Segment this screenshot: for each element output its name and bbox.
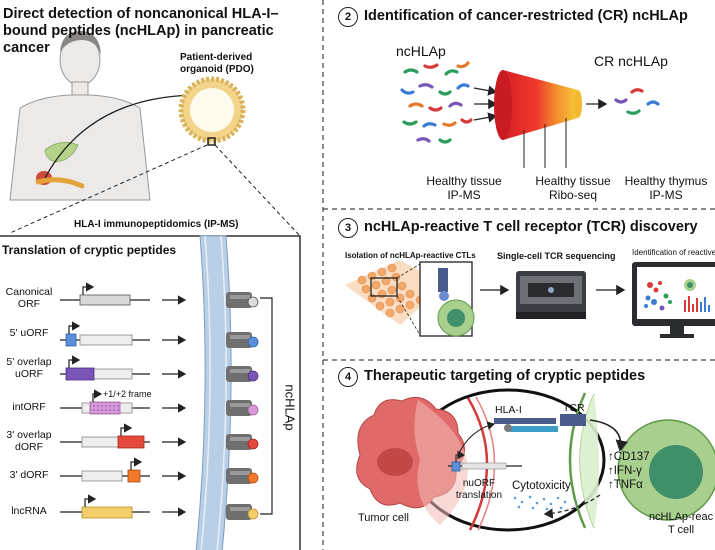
human-figure [9, 34, 151, 201]
monitor-graphic [632, 262, 715, 338]
step-sequencing-label: Single-cell TCR sequencing [497, 251, 616, 261]
ctl-isolation-graphic [345, 260, 475, 337]
orf-label-5-overlap: 5' overlap uORF [6, 356, 52, 380]
organoid-label: Patient-derived organoid (PDO) [180, 52, 254, 76]
patient-to-organoid-arrow [44, 89, 202, 179]
marker-ifn-gamma: ↑IFN-γ [608, 465, 642, 477]
zoom-line-left [9, 144, 208, 234]
tumor-cell-label: Tumor cell [358, 512, 409, 524]
orf-label-5-uorf: 5' uORF [9, 327, 49, 339]
filter-healthy-tissue-ipms: Healthy tissue IP-MS [404, 174, 524, 202]
cell-membrane [195, 235, 232, 550]
nuorf-translation-label: nuORF translation [448, 478, 510, 502]
filter3-line1: Healthy thymus [624, 174, 708, 188]
nuorf-line2: translation [455, 490, 503, 501]
nchlap-bracket-label: ncHLAp [282, 384, 298, 431]
hair [60, 30, 101, 55]
panel4-number: 4 [338, 367, 358, 387]
nuorf-line1: nuORF [462, 478, 496, 489]
immunopeptidomics-label: HLA-I immunopeptidomics (IP-MS) [74, 219, 239, 230]
orf-label-lncrna: lncRNA [11, 505, 47, 517]
sequencer-graphic [516, 271, 586, 319]
organoid [178, 76, 246, 146]
panel2-number: 2 [338, 7, 358, 27]
orf-label-canonical: Canonical ORF [5, 286, 53, 310]
peptide-cluster [400, 61, 473, 144]
marker-tnf-alpha: ↑TNFα [608, 479, 643, 491]
row-arrows [162, 295, 187, 517]
filter1-line2: IP-MS [447, 188, 481, 202]
input-arrows [473, 85, 498, 123]
filter2-line2: Ribo-seq [548, 188, 598, 202]
t-cell-label: ncHLAp-reac T cell [646, 511, 715, 537]
synapse-graphic [356, 388, 715, 532]
marker-cd137: ↑CD137 [608, 451, 650, 463]
cr-nchlap-label: CR ncHLAp [594, 53, 668, 69]
step-identification-label: Identification of reactive [632, 248, 715, 257]
panel1-title-line1: Direct detection of noncanonical HLA-I– [3, 6, 279, 22]
organoid-label-line2: organoid (PDO) [180, 64, 254, 75]
translation-title: Translation of cryptic peptides [2, 243, 177, 257]
organoid-label-line1: Patient-derived [180, 52, 253, 63]
step-isolation-label: Isolation of ncHLAp-reactive CTLs [345, 251, 476, 260]
cr-peptides [614, 88, 660, 115]
translation-box [0, 235, 301, 550]
tcr-label: TCR [563, 402, 585, 414]
panel2-title: Identification of cancer-restricted (CR)… [364, 8, 688, 24]
t-cell-label-line1: ncHLAp-reac [648, 511, 714, 523]
hla-i-label: HLA-I [495, 404, 522, 416]
hla-molecules [226, 292, 259, 520]
filter1-line1: Healthy tissue [426, 174, 502, 188]
orf-label-intorf: intORF [12, 401, 46, 413]
panel3-number: 3 [338, 218, 358, 238]
filter2-line1: Healthy tissue [535, 174, 611, 188]
panel1-title-line3: cancer [3, 40, 50, 56]
orf-label-3-dorf: 3' dORF [9, 469, 49, 481]
filter-healthy-tissue-riboseq: Healthy tissue Ribo-seq [513, 174, 633, 202]
panel3-title: ncHLAp-reactive T cell receptor (TCR) di… [364, 219, 698, 235]
cytotoxicity-label: Cytotoxicity [512, 480, 571, 492]
nchlap-bracket [260, 297, 273, 515]
filter3-line2: IP-MS [649, 188, 683, 202]
t-cell-label-line2: T cell [667, 524, 695, 536]
panel4-title: Therapeutic targeting of cryptic peptide… [364, 368, 646, 384]
activation-markers: ↑CD137 ↑IFN-γ ↑TNFα [608, 450, 650, 492]
filter-healthy-thymus-ipms: Healthy thymus IP-MS [617, 174, 715, 202]
panel1-title-line2: bound peptides (ncHLAp) in pancreatic [3, 23, 274, 39]
orf-label-3-overlap: 3' overlap dORF [6, 429, 52, 453]
orf-rows [60, 282, 150, 519]
frame-label: +1/+2 frame [103, 389, 152, 399]
filter-funnel [494, 70, 582, 168]
ncHLAp-input-label: ncHLAp [396, 43, 446, 59]
